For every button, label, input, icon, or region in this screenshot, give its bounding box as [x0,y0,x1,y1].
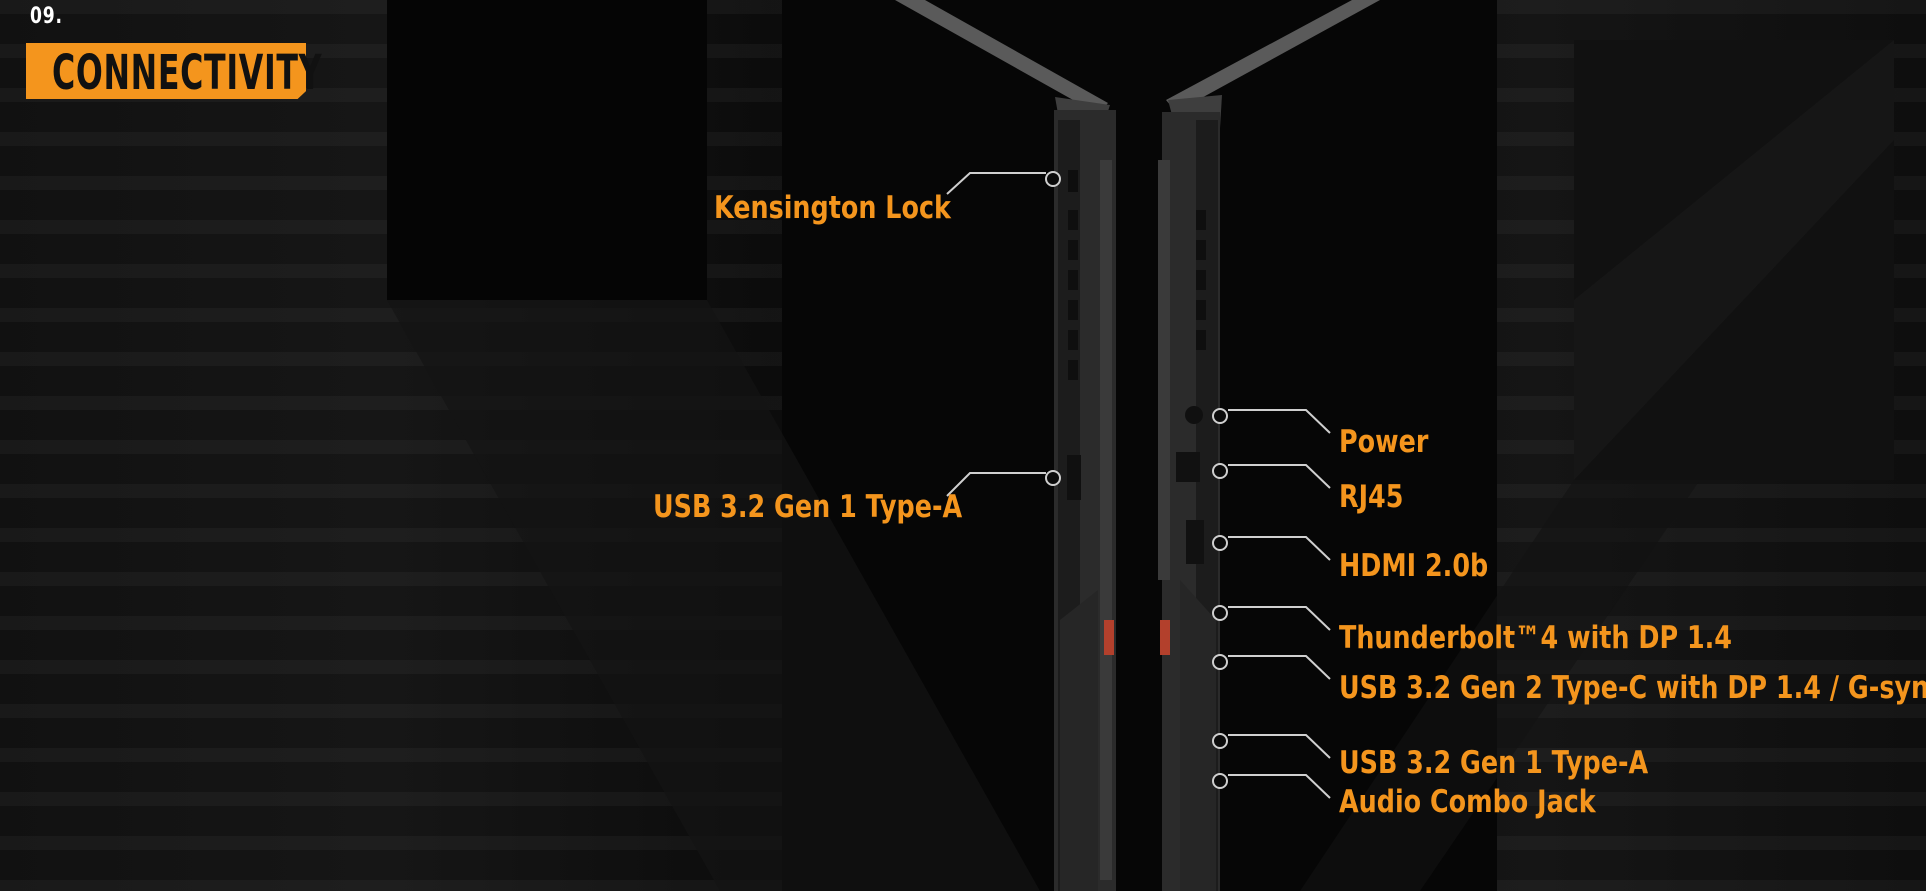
callout-line-power [1228,409,1331,434]
port-label-right-usb-type-a: USB 3.2 Gen 1 Type-A [1339,745,1649,781]
port-marker-kensington-lock [1045,171,1061,187]
port-label-rj45: RJ45 [1339,479,1404,515]
left-chassis [1054,110,1116,891]
callout-line-right-usb-type-a [1228,734,1331,759]
callout-line-kensington-lock [946,172,1046,195]
port-label-left-usb-type-a: USB 3.2 Gen 1 Type-A [653,489,963,525]
right-vents [1196,210,1206,350]
port-marker-hdmi [1212,535,1228,551]
section-badge [26,43,306,99]
callout-line-left-usb-type-a [946,472,1046,497]
port-label-usb-type-c: USB 3.2 Gen 2 Type-C with DP 1.4 / G-syn… [1339,670,1926,706]
port-label-power: Power [1339,424,1429,460]
callout-line-usb-type-c [1228,655,1331,680]
port-marker-thunderbolt [1212,605,1228,621]
port-marker-rj45 [1212,463,1228,479]
background-panel-left [387,0,707,300]
left-vents [1068,210,1078,380]
right-chassis [1158,112,1220,891]
port-label-kensington-lock: Kensington Lock [714,190,951,226]
port-marker-audio-combo-jack [1212,773,1228,789]
port-label-thunderbolt: Thunderbolt™4 with DP 1.4 [1339,620,1732,656]
port-marker-right-usb-type-a [1212,733,1228,749]
callout-line-audio-combo-jack [1228,774,1331,799]
port-marker-left-usb-type-a [1045,470,1061,486]
right-lid [1166,0,1380,112]
callout-line-thunderbolt [1228,606,1331,631]
port-label-hdmi: HDMI 2.0b [1339,548,1489,584]
left-lid [895,0,1108,114]
port-marker-usb-type-c [1212,654,1228,670]
callout-line-hdmi [1228,536,1331,561]
section-title: CONNECTIVITY [52,45,323,101]
port-marker-power [1212,408,1228,424]
callout-line-rj45 [1228,464,1331,489]
port-label-audio-combo-jack: Audio Combo Jack [1339,784,1596,820]
section-number: 09. [30,4,63,29]
